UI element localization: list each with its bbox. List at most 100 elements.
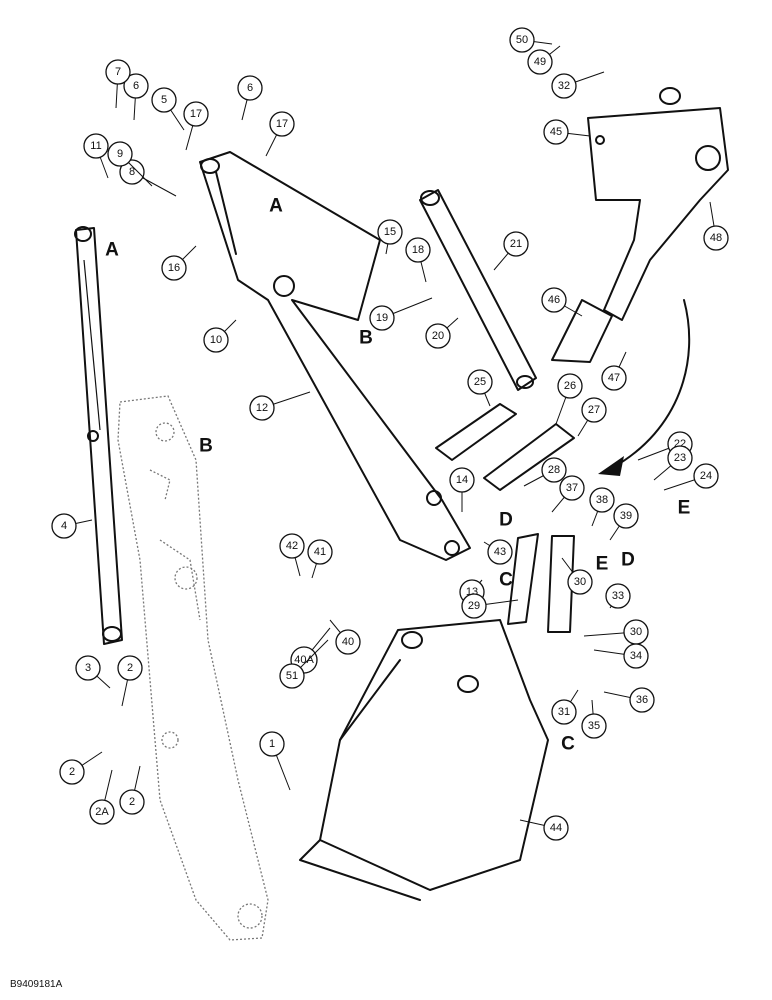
callout-number: 51: [286, 670, 298, 682]
dipper-arm-outline: [117, 395, 269, 941]
callout-number: 5: [161, 94, 167, 106]
callout-21: 21: [493, 231, 529, 271]
callout-ring: [83, 133, 109, 159]
callout-ring: [541, 457, 567, 483]
callout-number: 45: [550, 126, 562, 138]
callout-17: 17: [183, 101, 209, 151]
callout-40: 40: [329, 619, 361, 655]
callout-number: 8: [129, 166, 135, 178]
pin-letter: D: [621, 550, 635, 571]
callout-ring: [567, 569, 593, 595]
callout-31: 31: [551, 689, 579, 725]
callout-number: 21: [510, 238, 522, 250]
callout-2: 2: [117, 655, 143, 707]
callout-ring: [269, 111, 295, 137]
callout-ring: [543, 119, 569, 145]
callout-ring: [527, 49, 553, 75]
callout-33: 33: [605, 583, 631, 609]
callout-number: 42: [286, 540, 298, 552]
callout-11: 11: [83, 133, 109, 179]
callout-ring: [581, 713, 607, 739]
callout-ring: [629, 687, 655, 713]
callout-50: 50: [509, 27, 553, 53]
callout-29: 29: [461, 593, 519, 619]
callout-number: 17: [190, 108, 202, 120]
callout-number: 17: [276, 118, 288, 130]
callout-25: 25: [467, 369, 493, 407]
pin-letter: C: [561, 734, 575, 755]
callout-9: 9: [107, 141, 153, 187]
callout-number: 50: [516, 34, 528, 46]
callout-ring: [237, 75, 263, 101]
callout-34: 34: [593, 643, 649, 669]
callout-number: 15: [384, 226, 396, 238]
callout-number: 27: [588, 404, 600, 416]
callout-ring: [425, 323, 451, 349]
callout-number: 47: [608, 372, 620, 384]
callout-10: 10: [203, 319, 237, 353]
pin-letter: C: [499, 570, 513, 591]
callout-45: 45: [543, 119, 591, 145]
callout-ring: [667, 445, 693, 471]
callout-2A: 2A: [89, 769, 115, 825]
callout-23: 23: [653, 445, 693, 481]
pin-letters: A A B B C C D D E E: [105, 196, 690, 755]
callout-number: 26: [564, 380, 576, 392]
callout-number: 11: [90, 140, 101, 152]
callout-ring: [151, 87, 177, 113]
bucket-cylinder: [419, 189, 537, 391]
callout-24: 24: [663, 463, 719, 491]
callout-number: 12: [256, 402, 268, 414]
assembly-arrowhead: [598, 456, 624, 476]
callout-30: 30: [561, 557, 593, 595]
callout-46: 46: [541, 287, 583, 317]
callout-48: 48: [703, 201, 729, 251]
callout-ring: [279, 533, 305, 559]
callout-37: 37: [551, 475, 585, 513]
callout-ring: [589, 487, 615, 513]
callout-2: 2: [59, 751, 103, 785]
callout-ring: [509, 27, 535, 53]
callout-6: 6: [237, 75, 263, 121]
callout-20: 20: [425, 317, 459, 349]
callout-16: 16: [161, 245, 197, 281]
callout-number: 39: [620, 510, 632, 522]
callout-ring: [467, 369, 493, 395]
callout-ring: [119, 159, 145, 185]
callout-number: 48: [710, 232, 722, 244]
callout-number: 19: [376, 312, 388, 324]
callout-30: 30: [583, 619, 649, 645]
callout-ring: [551, 73, 577, 99]
callout-4: 4: [51, 513, 93, 539]
callout-ring: [117, 655, 143, 681]
pin-letter: E: [596, 554, 609, 575]
pin-letter: B: [359, 328, 373, 349]
callout-8: 8: [119, 159, 177, 197]
callout-7: 7: [105, 59, 131, 109]
callout-ring: [559, 475, 585, 501]
callout-number: 49: [534, 56, 546, 68]
callout-ring: [377, 219, 403, 245]
callout-number: 31: [558, 706, 570, 718]
callout-number: 41: [314, 546, 326, 558]
callout-14: 14: [449, 467, 475, 512]
callout-38: 38: [589, 487, 615, 527]
callout-number: 14: [456, 474, 468, 486]
callout-2: 2: [119, 765, 145, 815]
callout-26: 26: [555, 373, 583, 425]
boom-assembly: [199, 151, 471, 561]
callout-ring: [449, 467, 475, 493]
callout-ring: [623, 643, 649, 669]
callout-number: 32: [558, 80, 570, 92]
callout-ring: [259, 731, 285, 757]
callout-28: 28: [523, 457, 567, 487]
callout-5: 5: [151, 87, 185, 131]
callout-15: 15: [377, 219, 403, 255]
callout-ring: [183, 101, 209, 127]
callout-44: 44: [519, 815, 569, 841]
callout-number: 10: [210, 334, 222, 346]
callout-ring: [107, 141, 133, 167]
callout-43: 43: [483, 539, 513, 565]
callout-ring: [161, 255, 187, 281]
